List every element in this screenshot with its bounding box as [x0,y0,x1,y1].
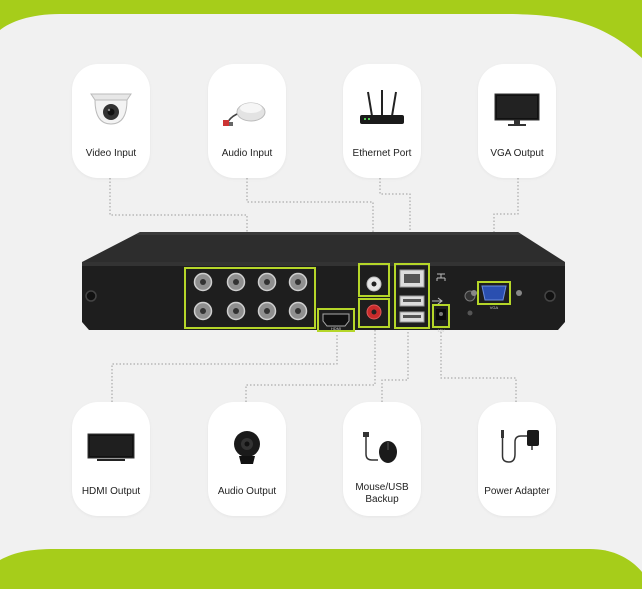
network-symbol-icon [436,273,446,281]
card-ethernet-port: Ethernet Port [343,64,421,178]
hdmi-highlight [317,308,355,332]
right-screw [544,290,556,302]
power-connector-line [440,330,517,402]
card-audio-output: Audio Output [208,402,286,516]
dvr-top-cover [82,232,565,262]
bnc-port [193,301,213,321]
bnc-ports [193,272,308,321]
ethernet-connector-line [379,178,411,262]
audio-out-highlight [358,298,390,328]
card-mouse-usb-backup: Mouse/USB Backup [343,402,421,516]
router-icon [360,90,404,124]
mouse-icon [363,432,397,463]
power-highlight [432,304,450,328]
dome-camera-icon [90,93,132,125]
power-adapter-label: Power Adapter [484,486,550,497]
ethernet-port-label: Ethernet Port [352,148,412,159]
hdmi-output-label: HDMI Output [81,486,141,497]
card-video-input: Video Input [72,64,150,178]
vga-port-label: VGA [490,305,499,310]
power-adapter-icon [501,430,539,463]
bnc-port [257,301,277,321]
hdmi-connector-line [111,333,338,402]
card-hdmi-output: HDMI Output [72,402,150,516]
monitor-icon [494,93,540,126]
vga-screw [471,290,477,296]
bnc-highlight [184,267,316,329]
usb-connector-line [381,330,409,402]
bnc-port [257,272,277,292]
network-usb-highlight [394,263,430,329]
left-screw [85,290,97,302]
bnc-port [226,272,246,292]
audio-output-label: Audio Output [217,486,277,497]
usb-symbol-icon [432,297,443,305]
video-input-label: Video Input [85,148,137,159]
speaker-icon [234,431,260,464]
ground-symbol [467,310,473,316]
card-power-adapter: Power Adapter [478,402,556,516]
mouse-usb-label-line2: Backup [365,494,399,505]
card-vga-output: VGA Output [478,64,556,178]
hdmi-port-label: HDMI [331,326,341,331]
audio-in-highlight [358,263,390,297]
vga-highlight [477,281,511,305]
bnc-port [193,272,213,292]
vga-output-label: VGA Output [490,148,544,159]
hdmi-port [322,313,350,327]
power-port-label: 12V [437,328,444,333]
tv-icon [87,433,135,461]
vga-screw [516,290,522,296]
audio-output-connector-line [245,327,376,402]
bnc-port [226,301,246,321]
bnc-port [288,301,308,321]
vga-port [481,285,507,301]
bnc-port [288,272,308,292]
mouse-usb-label-line1: Mouse/USB [355,482,409,493]
card-audio-input: Audio Input [208,64,286,178]
microphone-icon [223,102,266,126]
audio-input-label: Audio Input [221,148,273,159]
